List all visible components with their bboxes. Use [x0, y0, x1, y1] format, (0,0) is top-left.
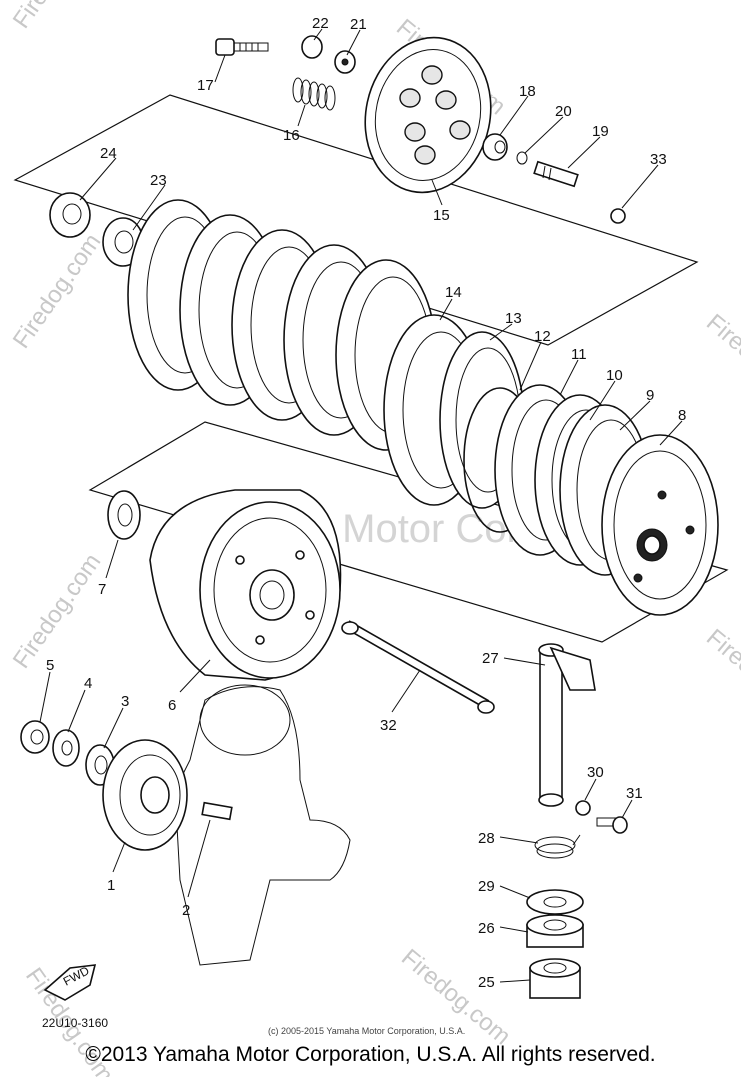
callout-2: 2: [182, 902, 190, 919]
clutch-housing-part-6: [149, 489, 342, 681]
leader-lines: [39, 28, 683, 983]
watermark-left: Firedog.com: [8, 229, 107, 354]
bearing-part-25: [529, 958, 581, 999]
watermark-top: Firedog.com: [8, 0, 107, 33]
callout-8: 8: [678, 407, 686, 424]
callout-30: 30: [587, 764, 604, 781]
nut-part-22: [301, 35, 323, 59]
callout-1: 1: [107, 877, 115, 894]
callout-21: 21: [350, 16, 367, 33]
washer-part-21: [334, 50, 356, 74]
callout-3: 3: [121, 693, 129, 710]
thrust-washer-part-7: [107, 490, 141, 540]
diagram-code: 22U10-3160: [42, 1016, 108, 1030]
washer-part-20: [516, 151, 528, 165]
ball-part-33: [610, 208, 626, 224]
crankcase-outline: [174, 684, 351, 966]
callout-12: 12: [534, 328, 551, 345]
clutch-plate-stack: [127, 199, 485, 506]
nut-part-5: [20, 720, 50, 754]
callout-9: 9: [646, 387, 654, 404]
callout-28: 28: [478, 830, 495, 847]
washer-part-29: [526, 889, 584, 915]
spring-part-28: [534, 834, 581, 859]
watermark-left-low: Firedog.com: [8, 549, 107, 674]
watermark-right: Firedog.com: [701, 309, 741, 415]
callout-22: 22: [312, 15, 329, 32]
callout-labels: 24 23 17 22 21 16 15 18 20 19 33 14 13 1…: [46, 15, 686, 991]
adjuster-screw-part-19: [533, 160, 579, 188]
push-rod-part-18: [482, 133, 508, 161]
callout-16: 16: [283, 127, 300, 144]
callout-7: 7: [98, 581, 106, 598]
callout-31: 31: [626, 785, 643, 802]
primary-drive-gear-part-1: [102, 739, 188, 851]
callout-24: 24: [100, 145, 117, 162]
callout-26: 26: [478, 920, 495, 937]
screw-part-31: [596, 816, 628, 834]
callout-25: 25: [478, 974, 495, 991]
callout-32: 32: [380, 717, 397, 734]
callout-20: 20: [555, 103, 572, 120]
callout-19: 19: [592, 123, 609, 140]
washer-part-30: [575, 800, 591, 816]
push-lever-shaft-part-27: [538, 643, 596, 807]
callout-4: 4: [84, 675, 92, 692]
nut-part-24: [49, 192, 91, 238]
callout-17: 17: [197, 77, 214, 94]
key-part-2: [201, 801, 233, 821]
spring-part-16: [292, 77, 336, 111]
watermark-right-low: Firedog.com: [701, 624, 741, 730]
callout-15: 15: [433, 207, 450, 224]
callout-13: 13: [505, 310, 522, 327]
bolt-part-17: [215, 38, 269, 56]
pressure-plate-part-15: [364, 36, 492, 194]
clutch-boss-part-8: [601, 434, 719, 616]
source-copyright: (c) 2005-2015 Yamaha Motor Corporation, …: [268, 1026, 465, 1036]
assembly-box-middle: [88, 421, 729, 643]
callout-27: 27: [482, 650, 499, 667]
callout-29: 29: [478, 878, 495, 895]
callout-33: 33: [650, 151, 667, 168]
callout-11: 11: [571, 346, 587, 363]
callout-10: 10: [606, 367, 623, 384]
callout-5: 5: [46, 657, 54, 674]
callout-18: 18: [519, 83, 536, 100]
callout-14: 14: [445, 284, 462, 301]
oil-seal-part-26: [526, 914, 584, 948]
push-rod-part-32: [341, 620, 495, 714]
callout-6: 6: [168, 697, 176, 714]
callout-23: 23: [150, 172, 167, 189]
lock-washer-part-4: [52, 729, 80, 767]
copyright-notice: ©2013 Yamaha Motor Corporation, U.S.A. A…: [85, 1043, 656, 1066]
